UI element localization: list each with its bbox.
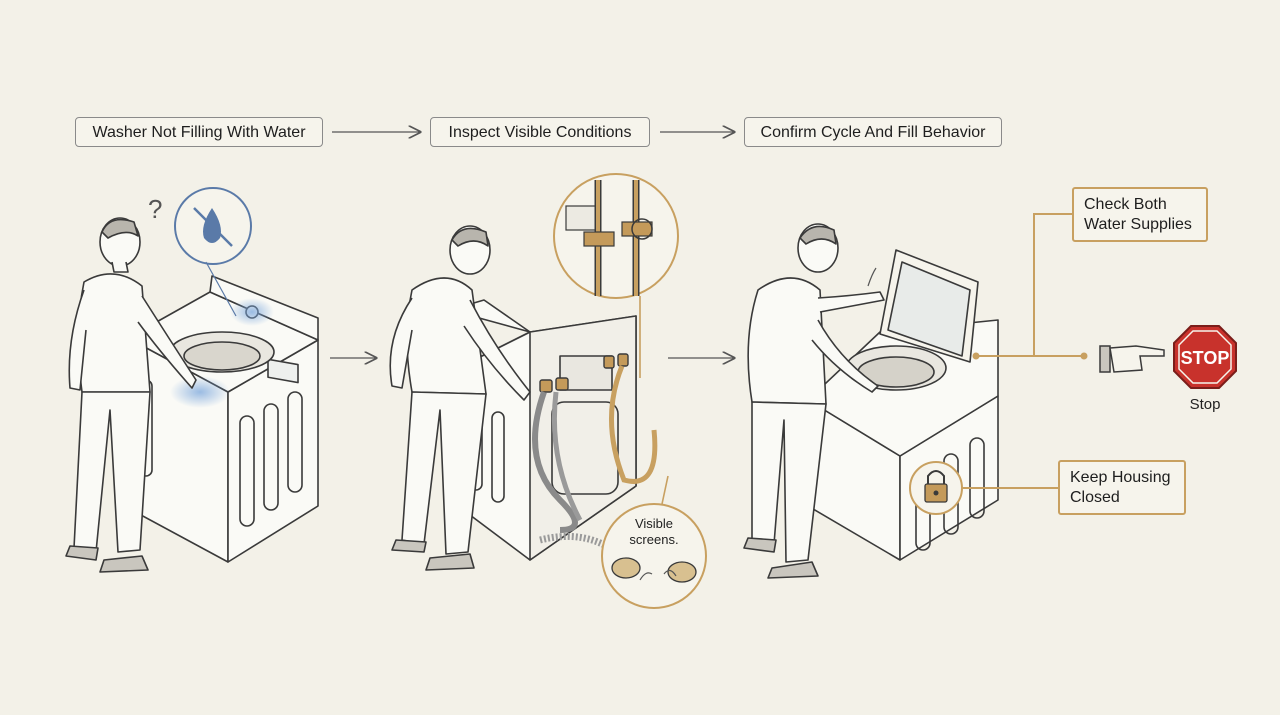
gray-hose bbox=[532, 391, 578, 533]
step-3-box: Confirm Cycle And Fill Behavior bbox=[744, 117, 1002, 147]
lock-icon-badge bbox=[909, 461, 963, 515]
glow-control-1 bbox=[230, 298, 274, 326]
no-water-icon-badge bbox=[174, 187, 252, 317]
scene-3-person bbox=[743, 223, 885, 579]
glow-hand-1 bbox=[170, 376, 230, 408]
stop-sign-icon: STOP bbox=[1173, 325, 1237, 389]
scene-1-person bbox=[65, 217, 197, 573]
callout-line-supplies bbox=[976, 213, 1072, 357]
scene-1-washer bbox=[127, 275, 319, 563]
gray-hose-2 bbox=[551, 391, 583, 522]
lock-shackle bbox=[927, 470, 945, 484]
brass-hose bbox=[609, 365, 658, 484]
stop-sign-text: STOP bbox=[1181, 348, 1230, 368]
back-valves bbox=[539, 353, 629, 393]
no-sign-slash bbox=[193, 207, 233, 247]
pointing-hand-icon bbox=[1099, 345, 1165, 373]
screens-zoom-circle bbox=[601, 503, 707, 609]
step-1-box: Washer Not Filling With Water bbox=[75, 117, 323, 147]
visible-screens-label: Visible screens. bbox=[629, 516, 679, 547]
keep-closed-callout: Keep Housing Closed bbox=[1058, 460, 1186, 515]
scene-3-washer bbox=[807, 249, 999, 561]
step-2-box: Inspect Visible Conditions bbox=[430, 117, 650, 147]
question-mark: ? bbox=[148, 194, 162, 224]
check-supplies-callout: Check Both Water Supplies bbox=[1072, 187, 1208, 242]
stop-caption: Stop bbox=[1189, 396, 1221, 413]
scene-2-person bbox=[389, 225, 531, 571]
valves-zoom-circle bbox=[553, 173, 679, 299]
